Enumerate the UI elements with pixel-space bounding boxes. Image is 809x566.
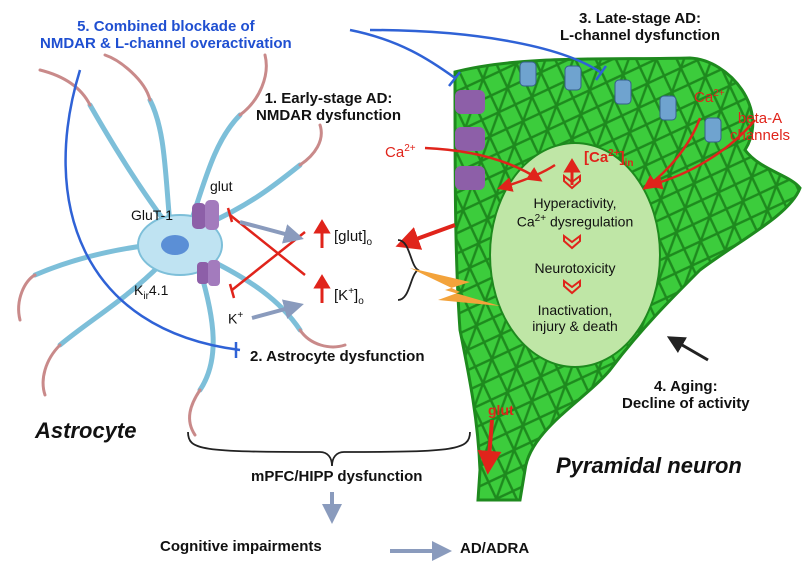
glut-down-arrow bbox=[477, 419, 502, 475]
glut1-transporter-icon bbox=[192, 200, 219, 230]
astrocyte-dysfunction-label: 2. Astrocyte dysfunction bbox=[250, 348, 425, 365]
hyperactivity-label: Hyperactivity, bbox=[533, 195, 617, 211]
ca-left-label: Ca2+ bbox=[385, 143, 416, 161]
nmdar-receptor-icon bbox=[455, 90, 485, 190]
ad-adra-label: AD/ADRA bbox=[460, 540, 530, 557]
ca-in-label: [Ca2+]in bbox=[584, 148, 634, 169]
beta-a-channels-label: beta-A channels bbox=[730, 110, 791, 145]
zap-icon bbox=[410, 268, 500, 306]
aging-arrow bbox=[666, 336, 709, 362]
pyramidal-neuron-title: Pyramidal neuron bbox=[556, 453, 742, 478]
calcium-influx-arrows bbox=[424, 117, 756, 192]
astrocyte-nucleus bbox=[161, 235, 189, 255]
glut-release-arrow bbox=[395, 223, 456, 250]
l-channel-icon bbox=[519, 61, 722, 143]
glut-release-label: glut bbox=[488, 402, 514, 418]
crossed-inhibition-lines bbox=[226, 207, 306, 299]
grey-flow-arrows bbox=[239, 220, 452, 561]
kir41-label: Kir4.1 bbox=[134, 282, 169, 302]
k-o-label: [K+]o bbox=[334, 286, 364, 307]
mpfc-hipp-label: mPFC/HIPP dysfunction bbox=[251, 468, 423, 485]
ca-right-label: Ca2+ bbox=[694, 88, 725, 106]
aging-label: 4. Aging: Decline of activity bbox=[622, 378, 750, 413]
combined-blockade-arrows bbox=[64, 28, 608, 358]
glut-label: glut bbox=[210, 178, 233, 194]
early-stage-label: 1. Early-stage AD: NMDAR dysfunction bbox=[256, 90, 401, 125]
glut1-label: GluT-1 bbox=[131, 207, 174, 223]
late-stage-label: 3. Late-stage AD: L-channel dysfunction bbox=[560, 10, 721, 45]
kir41-channel-icon bbox=[197, 260, 220, 286]
dysregulation-label: Ca2+ dysregulation bbox=[516, 213, 634, 230]
combined-blockade-label: 5. Combined blockade of NMDAR & L-channe… bbox=[40, 18, 292, 53]
cognitive-impairments-label: Cognitive impairments bbox=[160, 538, 322, 555]
astrocyte-title: Astrocyte bbox=[35, 418, 137, 443]
glut-o-label: [glut]o bbox=[334, 228, 373, 248]
inactivation-label: Inactivation, injury & death bbox=[532, 302, 618, 335]
cascade-chevrons bbox=[563, 174, 581, 295]
increase-arrows bbox=[313, 158, 581, 303]
dysfunction-bracket bbox=[187, 431, 471, 467]
neurotoxicity-label: Neurotoxicity bbox=[534, 260, 616, 276]
soma bbox=[489, 142, 661, 368]
k-plus-label: K+ bbox=[228, 310, 244, 327]
